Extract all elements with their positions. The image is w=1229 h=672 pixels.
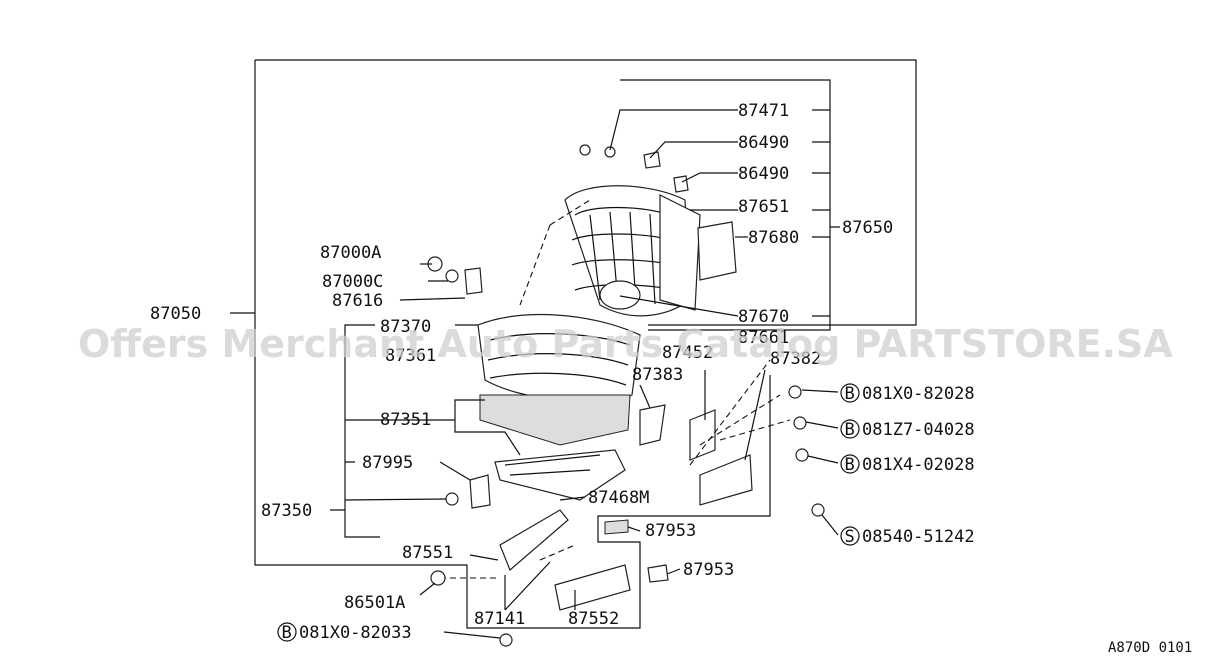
label-87383: 87383 bbox=[632, 365, 683, 385]
label-86490-b: 86490 bbox=[738, 164, 789, 184]
frame-87680 bbox=[697, 221, 737, 281]
svg-text:S: S bbox=[845, 527, 855, 547]
bolt-callout-1: B 081X0-82028 bbox=[840, 383, 975, 404]
bracket-87350 bbox=[344, 324, 380, 538]
label-87661: 87661 bbox=[738, 328, 789, 348]
label-87650: 87650 bbox=[842, 218, 893, 238]
leader-lines bbox=[230, 109, 839, 639]
diagram-code: A870D 0101 bbox=[1108, 640, 1192, 656]
label-87000C: 87000C bbox=[322, 272, 383, 292]
seat-frame-illustration bbox=[440, 359, 791, 611]
svg-text:081Z7-04028: 081Z7-04028 bbox=[862, 420, 975, 440]
part-labels: 87471 86490 86490 87651 87680 87650 8767… bbox=[150, 101, 893, 629]
label-87468M: 87468M bbox=[588, 488, 649, 508]
label-87651: 87651 bbox=[738, 197, 789, 217]
label-87350: 87350 bbox=[261, 501, 312, 521]
bolt-callout-4: B 081X0-82033 bbox=[277, 622, 412, 643]
svg-text:B: B bbox=[845, 455, 855, 475]
assembly-boundary-87050 bbox=[254, 59, 917, 629]
label-86490-a: 86490 bbox=[738, 133, 789, 153]
label-87351: 87351 bbox=[380, 410, 431, 430]
label-87670: 87670 bbox=[738, 307, 789, 327]
bracket-87650 bbox=[620, 79, 840, 331]
label-87552: 87552 bbox=[568, 609, 619, 629]
svg-text:B: B bbox=[845, 384, 855, 404]
label-87680: 87680 bbox=[748, 228, 799, 248]
svg-text:081X4-02028: 081X4-02028 bbox=[862, 455, 975, 475]
bolt-callout-2: B 081Z7-04028 bbox=[840, 419, 975, 440]
label-87995: 87995 bbox=[362, 453, 413, 473]
label-87050: 87050 bbox=[150, 304, 201, 324]
label-87000A: 87000A bbox=[320, 243, 381, 263]
hardware-parts bbox=[427, 144, 825, 647]
svg-text:B: B bbox=[845, 420, 855, 440]
svg-text:081X0-82028: 081X0-82028 bbox=[862, 384, 975, 404]
label-87382: 87382 bbox=[770, 349, 821, 369]
label-87551: 87551 bbox=[402, 543, 453, 563]
label-87361: 87361 bbox=[385, 346, 436, 366]
svg-text:B: B bbox=[282, 623, 292, 643]
svg-text:081X0-82033: 081X0-82033 bbox=[299, 623, 412, 643]
label-86501A: 86501A bbox=[344, 593, 405, 613]
label-87141: 87141 bbox=[474, 609, 525, 629]
seat-back-illustration bbox=[519, 185, 701, 317]
screw-callout-1: S 08540-51242 bbox=[840, 526, 975, 547]
seat-cushion-illustration bbox=[477, 313, 641, 446]
label-87370: 87370 bbox=[380, 317, 431, 337]
label-87452: 87452 bbox=[662, 343, 713, 363]
label-87616: 87616 bbox=[332, 291, 383, 311]
label-87953-a: 87953 bbox=[645, 521, 696, 541]
label-87471: 87471 bbox=[738, 101, 789, 121]
bolt-callouts: B 081X0-82028 B 081Z7-04028 B 081X4-0202… bbox=[277, 383, 975, 643]
bolt-callout-3: B 081X4-02028 bbox=[840, 454, 975, 475]
svg-text:08540-51242: 08540-51242 bbox=[862, 527, 975, 547]
watermark-text: Offers Merchant Auto Parts Catalog PARTS… bbox=[78, 322, 1173, 366]
label-87953-b: 87953 bbox=[683, 560, 734, 580]
